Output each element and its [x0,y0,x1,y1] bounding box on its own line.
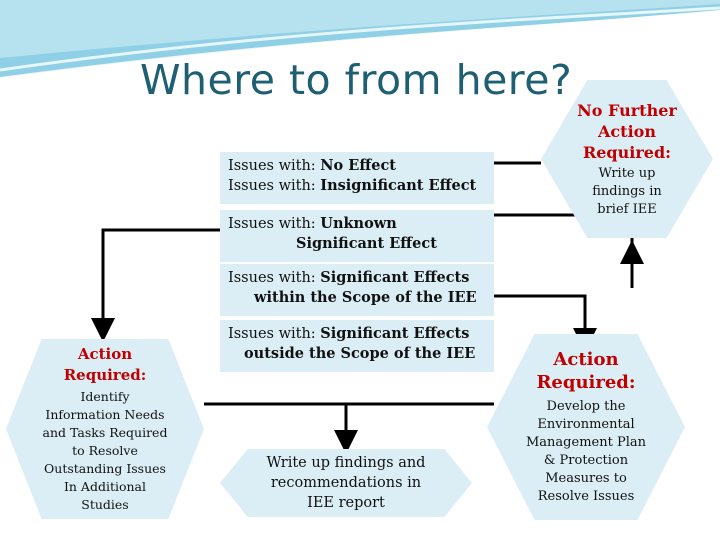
issue-label: Significant Effects [320,269,470,286]
body-line: Write up findings and [266,455,426,471]
body-line: Resolve Issues [537,489,635,504]
heading-line: Action [77,345,133,363]
body-line: Management Plan [526,435,646,450]
issue-label: No Effect [320,157,396,174]
issue-prefix: Issues with: [228,270,321,286]
issue-box-within-scope: Issues with: Significant Effects within … [220,264,494,316]
issue-label: Significant Effects [320,325,470,342]
heading-line: Required: [63,366,147,384]
page-title: Where to from here? [140,56,573,104]
issue-prefix: Issues with: [228,216,321,232]
issue-label: outside the Scope of the IEE [244,345,476,362]
connector-unknown-left [91,228,220,342]
issue-box-outside-scope: Issues with: Significant Effects outside… [220,320,494,372]
body-line: findings in [592,183,662,199]
heading-line: Action [598,121,656,141]
body-line: brief IEE [597,201,657,217]
body-line: Write up [598,165,656,181]
body-line: Identify [80,389,130,404]
body-line: and Tasks Required [42,425,168,440]
body-line: In Additional [63,479,147,494]
issue-box-unknown: Issues with: Unknown Significant Effect [220,210,494,262]
issue-label: within the Scope of the IEE [254,289,477,306]
body-line: Information Needs [45,407,165,422]
action-required-left-box: Action Required: Identify Information Ne… [6,339,204,519]
body-line: Measures to [545,471,627,486]
issue-prefix: Issues with: [228,178,321,194]
body-line: IEE report [307,495,385,511]
issue-label: Unknown [320,215,397,232]
body-line: Studies [81,497,129,512]
heading-line: Required: [536,372,636,393]
body-line: Outstanding Issues [44,461,166,476]
issue-label: Insignificant Effect [320,177,477,194]
write-up-findings-box: Write up findings and recommendations in… [220,449,472,517]
heading-line: No Further [577,100,677,120]
issue-label: Significant Effect [296,235,437,252]
heading-line: Action [553,349,619,370]
issue-prefix: Issues with: [228,158,321,174]
header-banner [0,0,720,79]
issue-box-no-effect: Issues with: No Effect Issues with: Insi… [220,152,494,204]
body-line: recommendations in [270,475,422,491]
body-line: Develop the [546,399,626,414]
body-line: & Protection [543,453,629,468]
body-line: Environmental [537,417,635,432]
connector-within-right [494,294,597,352]
action-required-right-box: Action Required: Develop the Environment… [487,334,685,520]
body-line: to Resolve [72,443,138,458]
heading-line: Required: [582,142,672,162]
issue-prefix: Issues with: [228,326,321,342]
